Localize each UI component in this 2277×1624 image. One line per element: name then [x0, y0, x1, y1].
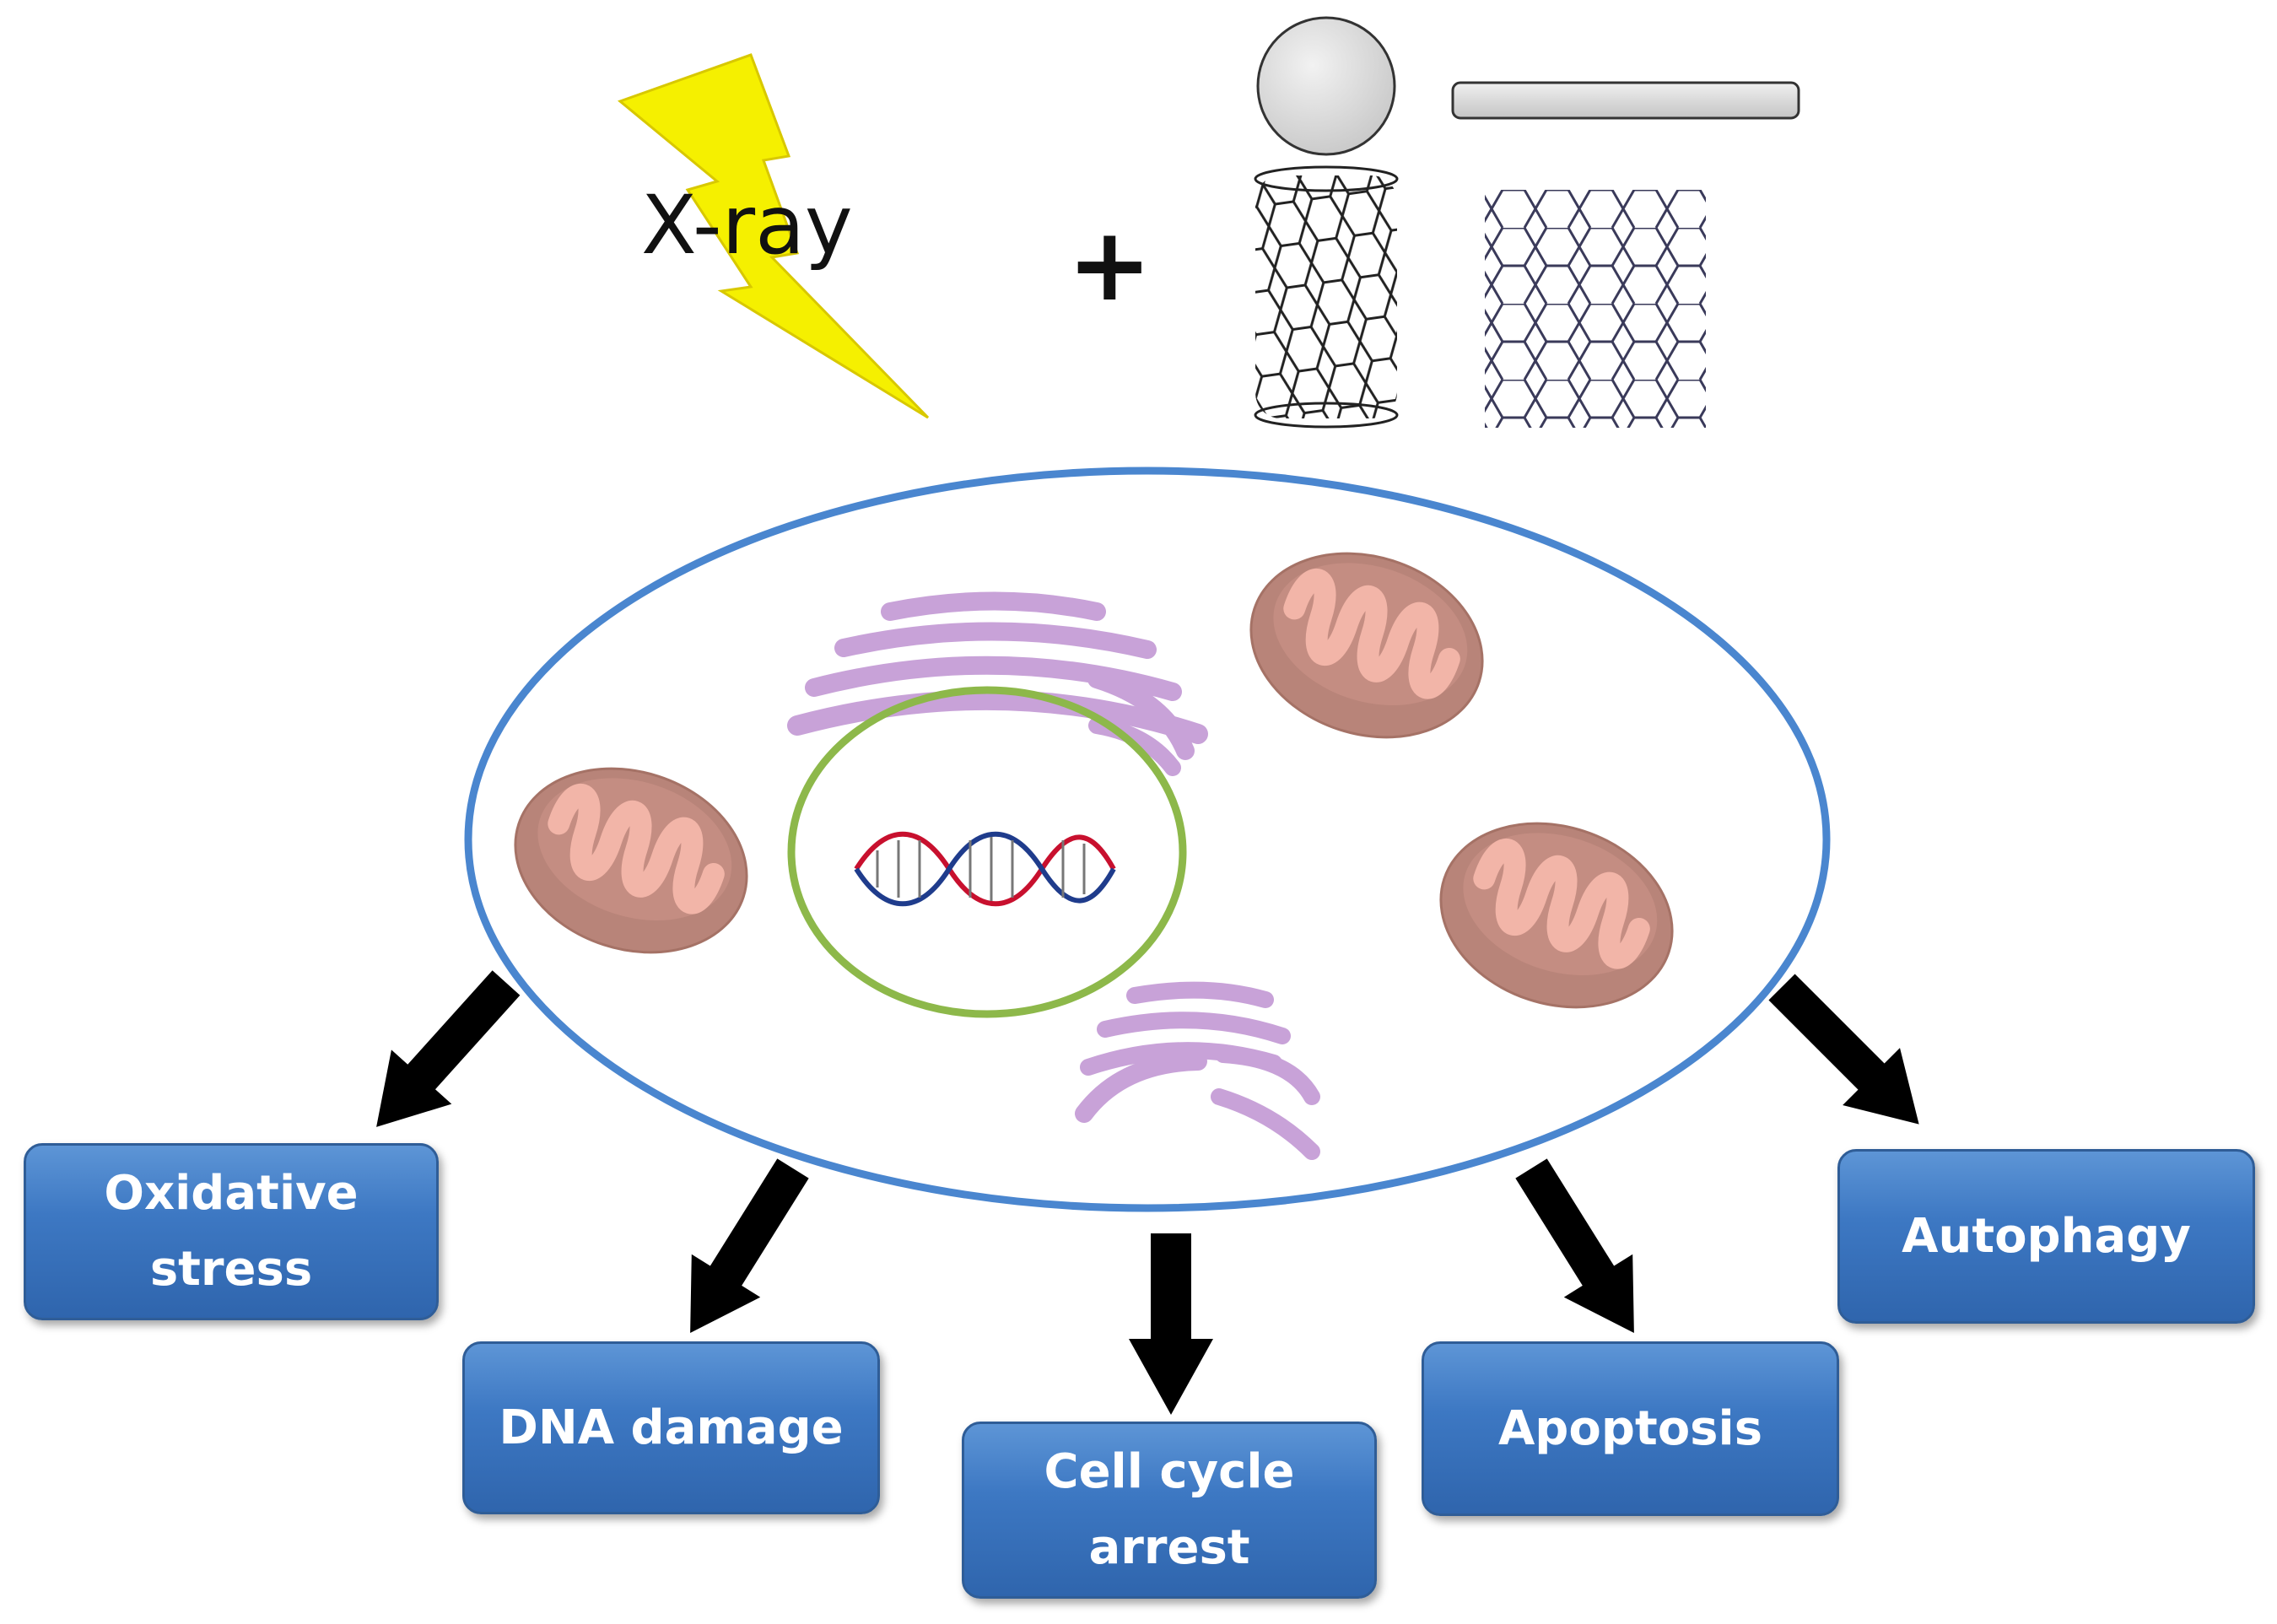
plus-sign: +: [1067, 207, 1152, 324]
cell-cycle-arrest-line2: arrest: [1088, 1520, 1250, 1575]
mitochondrion-icon: [1439, 822, 1674, 1009]
cell-cycle-arrest-box: Cell cycle arrest: [962, 1422, 1377, 1599]
arrow-icon: [1515, 1158, 1634, 1334]
dna-helix-icon: [854, 831, 1116, 907]
graphene-sheet-icon: [1485, 190, 1706, 428]
cell-cycle-arrest-line1: Cell cycle: [1044, 1444, 1295, 1500]
arrow-icon: [1129, 1233, 1213, 1415]
dna-damage-label: DNA damage: [499, 1400, 844, 1455]
golgi-apparatus-icon: [787, 591, 1208, 776]
arrow-icon: [1768, 974, 1919, 1125]
golgi-apparatus-icon: [1075, 981, 1320, 1160]
oxidative-stress-line1: Oxidative: [104, 1166, 359, 1222]
apoptosis-box: Apoptosis: [1422, 1341, 1839, 1516]
nucleus: [787, 686, 1187, 1018]
arrow-icon: [376, 970, 521, 1127]
arrow-icon: [690, 1158, 809, 1334]
dna-damage-box: DNA damage: [462, 1341, 880, 1514]
autophagy-label: Autophagy: [1902, 1208, 2191, 1264]
oxidative-stress-line2: stress: [149, 1242, 313, 1297]
mitochondrion-icon: [1249, 552, 1484, 739]
carbon-nanotube-icon: [1254, 165, 1399, 429]
oxidative-stress-box: Oxidative stress: [24, 1143, 439, 1320]
lightning-bolt-icon: [618, 53, 930, 419]
autophagy-box: Autophagy: [1837, 1149, 2255, 1324]
mitochondrion-icon: [514, 767, 748, 954]
cell-membrane: [464, 467, 1831, 1212]
apoptosis-label: Apoptosis: [1497, 1400, 1763, 1456]
nanoparticle-sphere-icon: [1256, 16, 1396, 156]
xray-label: X-ray: [641, 178, 853, 272]
nanorod-icon: [1451, 81, 1800, 120]
